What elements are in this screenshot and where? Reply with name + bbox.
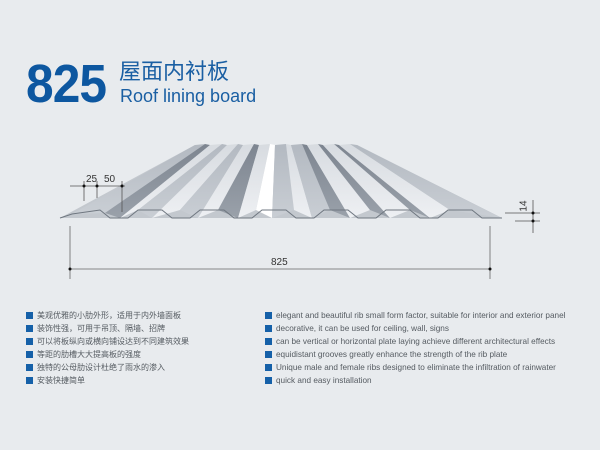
rib-dimension-lines	[70, 181, 125, 212]
model-number: 825	[26, 54, 107, 114]
dim-effective-width: 825	[271, 257, 288, 268]
bullet-square-icon	[26, 325, 33, 332]
bullet-square-icon	[26, 377, 33, 384]
bullet-square-icon	[265, 338, 272, 345]
dim-rib-height: 14	[518, 200, 530, 212]
bullet-square-icon	[265, 325, 272, 332]
title-chinese: 屋面内衬板	[119, 60, 230, 85]
feature-item-en: elegant and beautiful rib small form fac…	[265, 309, 585, 322]
height-dimension-lines	[505, 200, 540, 233]
panel-ribs	[72, 144, 502, 218]
feature-item-cn: 美观优雅的小肋外形，适用于内外墙面板	[26, 309, 256, 322]
feature-item-cn: 等距的肋槽大大提高板的强度	[26, 348, 256, 361]
dim-rib-pitch: 50	[104, 174, 116, 185]
bullet-square-icon	[265, 312, 272, 319]
bullet-square-icon	[265, 364, 272, 371]
feature-item-en: Unique male and female ribs designed to …	[265, 361, 585, 374]
feature-item-en: can be vertical or horizontal plate layi…	[265, 335, 585, 348]
feature-item-en: quick and easy installation	[265, 374, 585, 387]
bullet-square-icon	[26, 338, 33, 345]
feature-item-cn: 可以将板纵向或横向铺设达到不同建筑效果	[26, 335, 256, 348]
bullet-square-icon	[26, 364, 33, 371]
bullet-square-icon	[26, 312, 33, 319]
feature-item-en: equidistant grooves greatly enhance the …	[265, 348, 585, 361]
dim-rib-top-width: 25	[86, 174, 98, 185]
features-list-chinese: 美观优雅的小肋外形，适用于内外墙面板 装饰性强，可用于吊顶、隔墙、招牌 可以将板…	[26, 309, 256, 387]
width-dimension-lines	[68, 226, 492, 279]
roof-panel-drawing	[59, 144, 540, 279]
bullet-square-icon	[26, 351, 33, 358]
bullet-square-icon	[265, 377, 272, 384]
bullet-square-icon	[265, 351, 272, 358]
title-english: Roof lining board	[120, 86, 257, 106]
feature-item-cn: 安装快捷简单	[26, 374, 256, 387]
feature-item-en: decorative, it can be used for ceiling, …	[265, 322, 585, 335]
features-list-english: elegant and beautiful rib small form fac…	[265, 309, 585, 387]
feature-item-cn: 独特的公母肋设计杜绝了雨水的渗入	[26, 361, 256, 374]
front-edge-profile	[59, 209, 502, 219]
feature-item-cn: 装饰性强，可用于吊顶、隔墙、招牌	[26, 322, 256, 335]
